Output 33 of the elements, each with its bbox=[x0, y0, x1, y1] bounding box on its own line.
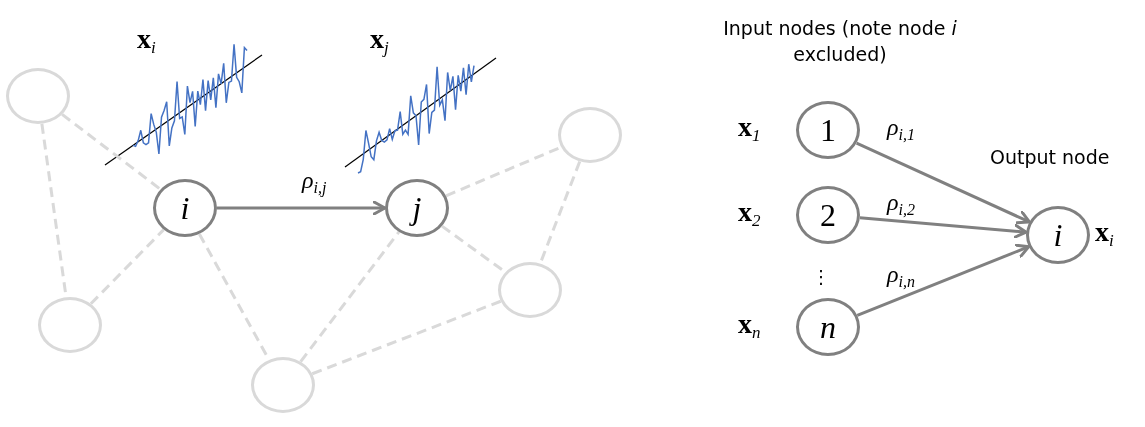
node-label: 2 bbox=[820, 199, 836, 231]
heading-text: Output node bbox=[990, 145, 1110, 170]
arrow bbox=[217, 200, 387, 216]
circle-node bbox=[6, 68, 70, 124]
variable-label: x$_{j}$ bbox=[370, 25, 389, 57]
circle-node bbox=[251, 357, 315, 413]
node-label: 1 bbox=[820, 114, 836, 146]
node-label: n bbox=[820, 311, 836, 343]
node-label: i bbox=[180, 192, 190, 224]
arrow bbox=[856, 243, 1031, 317]
connector-line bbox=[61, 113, 162, 191]
variable-label: x$_{i}$ bbox=[137, 25, 156, 57]
node-circle bbox=[385, 179, 449, 237]
arrow bbox=[859, 216, 1028, 239]
node-label: i bbox=[1053, 219, 1063, 251]
node-circle bbox=[796, 298, 860, 356]
connector-line bbox=[538, 161, 582, 264]
variable-label: x$_{2}$ bbox=[738, 198, 761, 230]
variable-label: x$_{i}$ bbox=[1095, 218, 1114, 250]
variable-label: x$_{n}$ bbox=[738, 310, 761, 342]
connector-line bbox=[445, 145, 562, 198]
node-circle bbox=[796, 101, 860, 159]
node-circle bbox=[1026, 206, 1090, 264]
variable-label: x$_{1}$ bbox=[738, 113, 761, 145]
circle-node bbox=[38, 297, 102, 353]
circle-node bbox=[498, 262, 562, 318]
circle-node bbox=[558, 107, 622, 163]
connector-line bbox=[299, 231, 401, 363]
heading-text: Input nodes (note node i excluded) bbox=[722, 16, 958, 67]
ellipsis-mark: ⋮ bbox=[812, 265, 830, 289]
connector-line bbox=[311, 299, 502, 376]
connector-line bbox=[89, 228, 165, 305]
node-circle bbox=[153, 179, 217, 237]
